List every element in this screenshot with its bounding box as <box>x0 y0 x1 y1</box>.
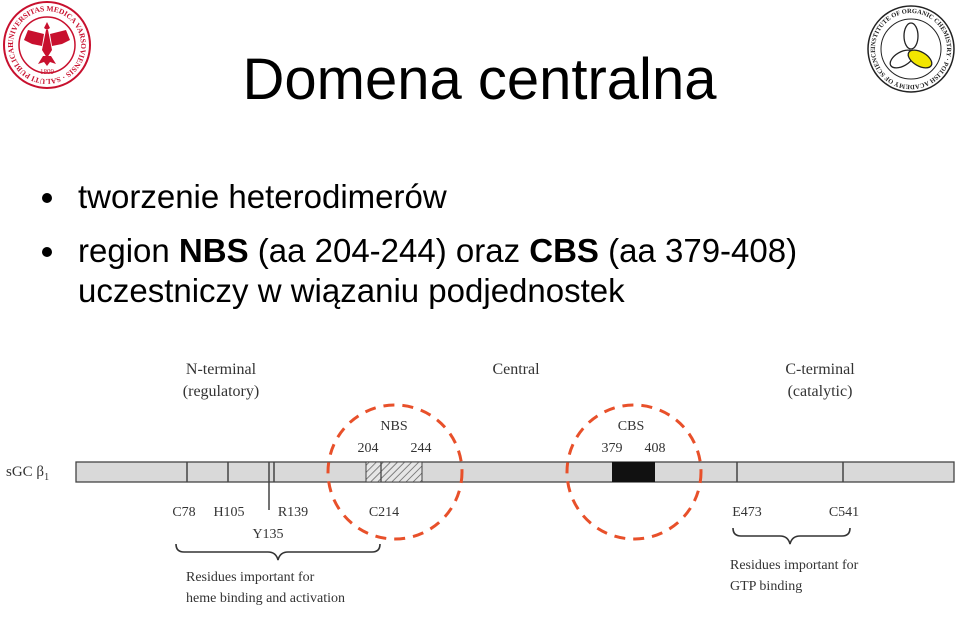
nbs-start-label: 204 <box>358 441 379 456</box>
c-terminal-label: C-terminal <box>785 361 855 378</box>
slide-title: Domena centralna <box>242 47 717 112</box>
bullet-dot-icon <box>42 247 52 257</box>
seal-year: 1809 <box>40 68 55 76</box>
nbs-end-label: 244 <box>411 441 432 456</box>
c-terminal-sublabel: (catalytic) <box>788 383 853 400</box>
protein-label: sGC β1 <box>6 464 49 483</box>
residue-label: C541 <box>829 505 859 520</box>
bullet-continuation: uczestniczy w wiązaniu podjednostek <box>78 272 625 309</box>
nbs-region <box>365 461 423 483</box>
institute-logo: INSTITUTE OF ORGANIC CHEMISTRY · POLISH … <box>866 4 955 93</box>
bullet-item-regions: region NBS (aa 204-244) oraz CBS (aa 379… <box>38 224 797 278</box>
bullet-text-nbs: NBS <box>178 232 249 269</box>
bullet-text-part: (aa 204-244) oraz <box>248 232 530 269</box>
protein-domain-diagram: N-terminal (regulatory) Central C-termin… <box>6 361 955 606</box>
n-terminal-label: N-terminal <box>186 361 257 378</box>
gtp-group-caption-line2: GTP binding <box>730 579 802 594</box>
bullet-text: tworzenie heterodimerów <box>78 178 447 215</box>
orbital-icon <box>889 22 933 69</box>
cbs-highlight-circle <box>565 403 703 541</box>
gtp-group-caption: Residues important for <box>730 558 859 573</box>
cbs-start-label: 379 <box>602 441 623 456</box>
residue-label: E473 <box>732 505 762 520</box>
bullet-text-part: region <box>78 232 179 269</box>
central-label: Central <box>492 361 540 378</box>
bullet-list: tworzenie heterodimerów region NBS (aa 2… <box>38 170 797 318</box>
residue-label: C78 <box>172 505 195 520</box>
heme-group-caption-line2: heme binding and activation <box>186 591 345 606</box>
protein-bar <box>75 461 955 483</box>
heme-group-caption: Residues important for <box>186 570 315 585</box>
residue-label: C214 <box>369 505 399 520</box>
n-terminal-sublabel: (regulatory) <box>183 383 259 400</box>
eagle-icon <box>24 22 70 66</box>
bullet-text-part: (aa 379-408) <box>598 232 798 269</box>
cbs-region <box>612 462 655 482</box>
nbs-highlight-circle <box>326 403 464 541</box>
residue-label: Y135 <box>252 527 283 542</box>
bullet-dot-icon <box>42 193 52 203</box>
bullet-item-heterodimers: tworzenie heterodimerów <box>38 170 797 224</box>
bullet-text-cbs: CBS <box>529 232 599 269</box>
residue-ticks <box>186 462 844 510</box>
residue-label: H105 <box>213 505 244 520</box>
residue-label: R139 <box>278 505 308 520</box>
gtp-brace <box>732 527 851 545</box>
nbs-label: NBS <box>380 419 407 434</box>
cbs-label: CBS <box>618 419 644 434</box>
cbs-end-label: 408 <box>645 441 666 456</box>
heme-brace <box>175 543 381 561</box>
university-seal-logo: UNIVERSITAS MEDICA VARSOVIENSIS · SALUTI… <box>2 0 91 89</box>
